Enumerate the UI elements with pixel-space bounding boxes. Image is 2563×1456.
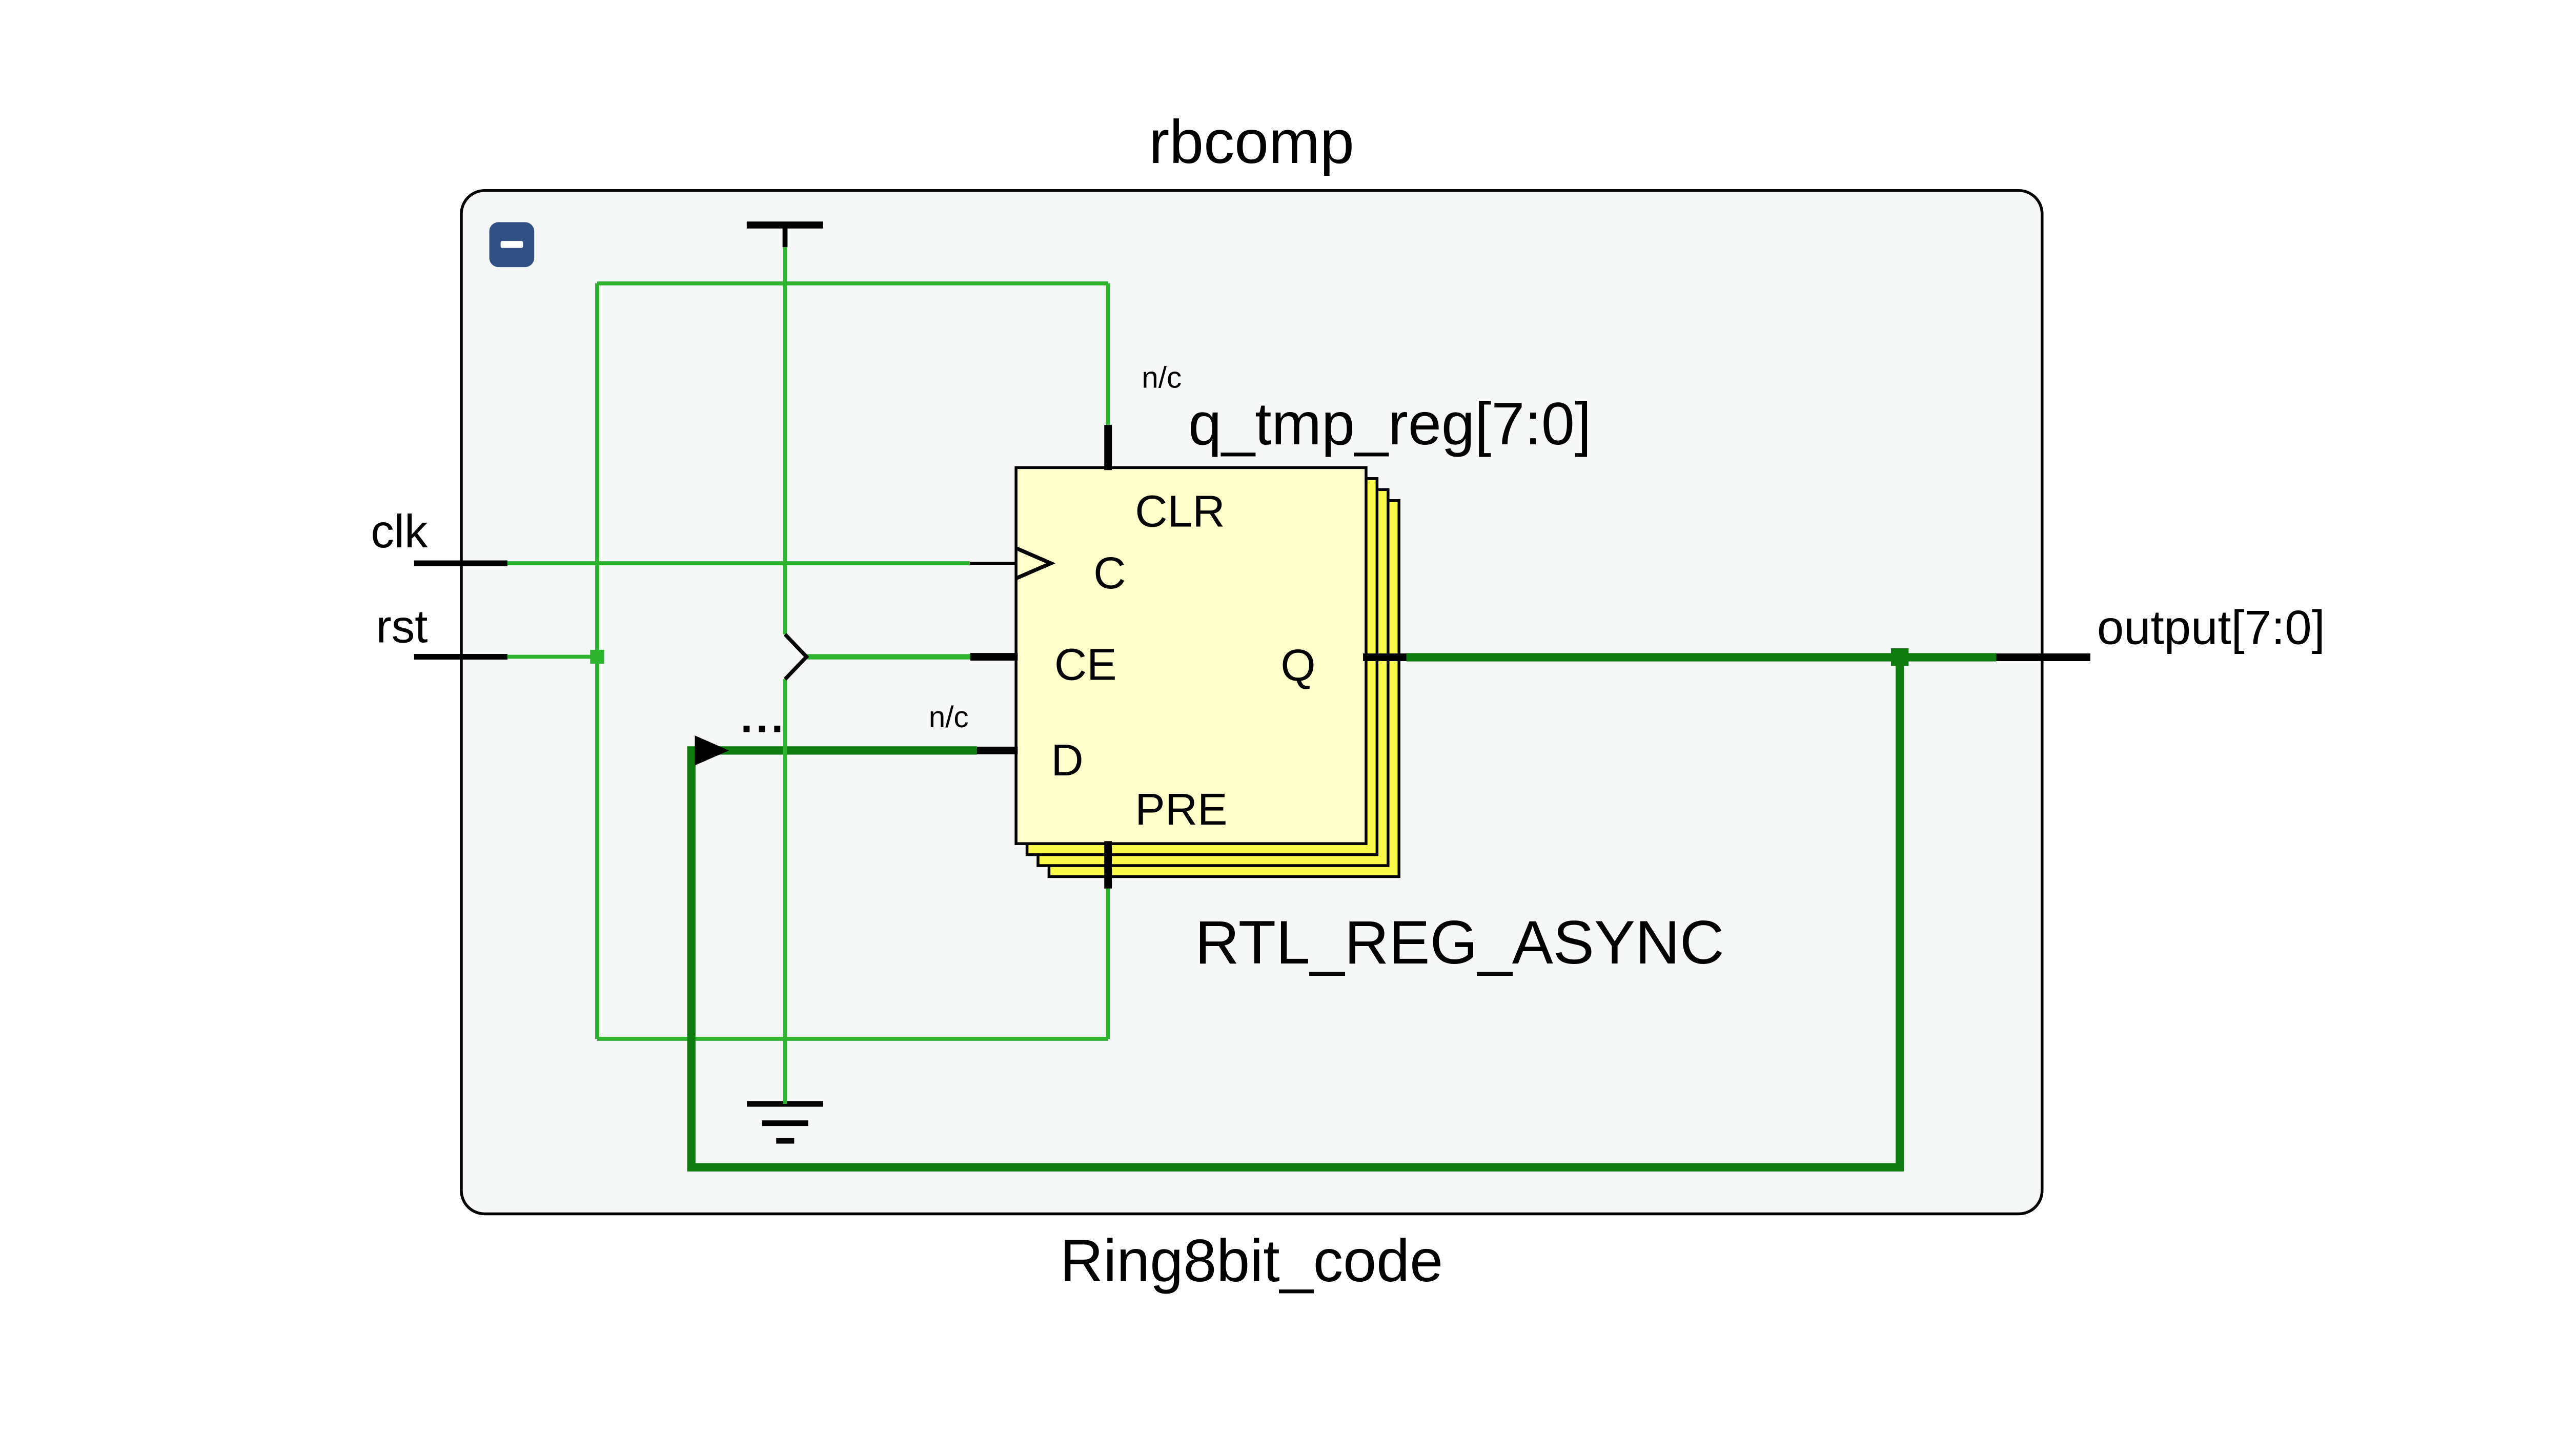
register-body[interactable] <box>1014 466 1400 878</box>
net-merge-chevron-icon <box>783 633 809 681</box>
junction-q-feedback <box>1890 648 1909 666</box>
minus-icon <box>500 241 523 248</box>
pin-label-d: D <box>1051 735 1083 785</box>
module-title: rbcomp <box>1149 108 1354 176</box>
collapsed-nets-ellipsis: ... <box>741 693 787 742</box>
register-type-label[interactable]: RTL_REG_ASYNC <box>1195 908 1724 977</box>
pin-label-pre: PRE <box>1135 784 1227 834</box>
pin-label-ce: CE <box>1054 639 1117 689</box>
module-instance-label: Ring8bit_code <box>1060 1227 1443 1294</box>
collapse-button[interactable] <box>489 222 535 268</box>
net-rst-loop[interactable] <box>507 281 1110 1041</box>
port-label-output[interactable]: output[7:0] <box>2097 601 2325 654</box>
vcc-symbol[interactable] <box>746 221 823 248</box>
port-label-rst[interactable]: rst <box>376 601 428 652</box>
pin-label-c: C <box>1093 548 1126 598</box>
junction-rst <box>590 649 604 664</box>
nc-label-d: n/c <box>929 701 969 734</box>
feedback-arrowhead-icon <box>695 735 729 766</box>
nc-label-top: n/c <box>1142 361 1182 395</box>
port-label-clk[interactable]: clk <box>371 506 428 558</box>
pin-label-q: Q <box>1280 640 1315 690</box>
pin-label-clr: CLR <box>1135 486 1225 537</box>
clock-chevron-icon <box>1015 546 1056 580</box>
register-name-label[interactable]: q_tmp_reg[7:0] <box>1188 390 1591 457</box>
